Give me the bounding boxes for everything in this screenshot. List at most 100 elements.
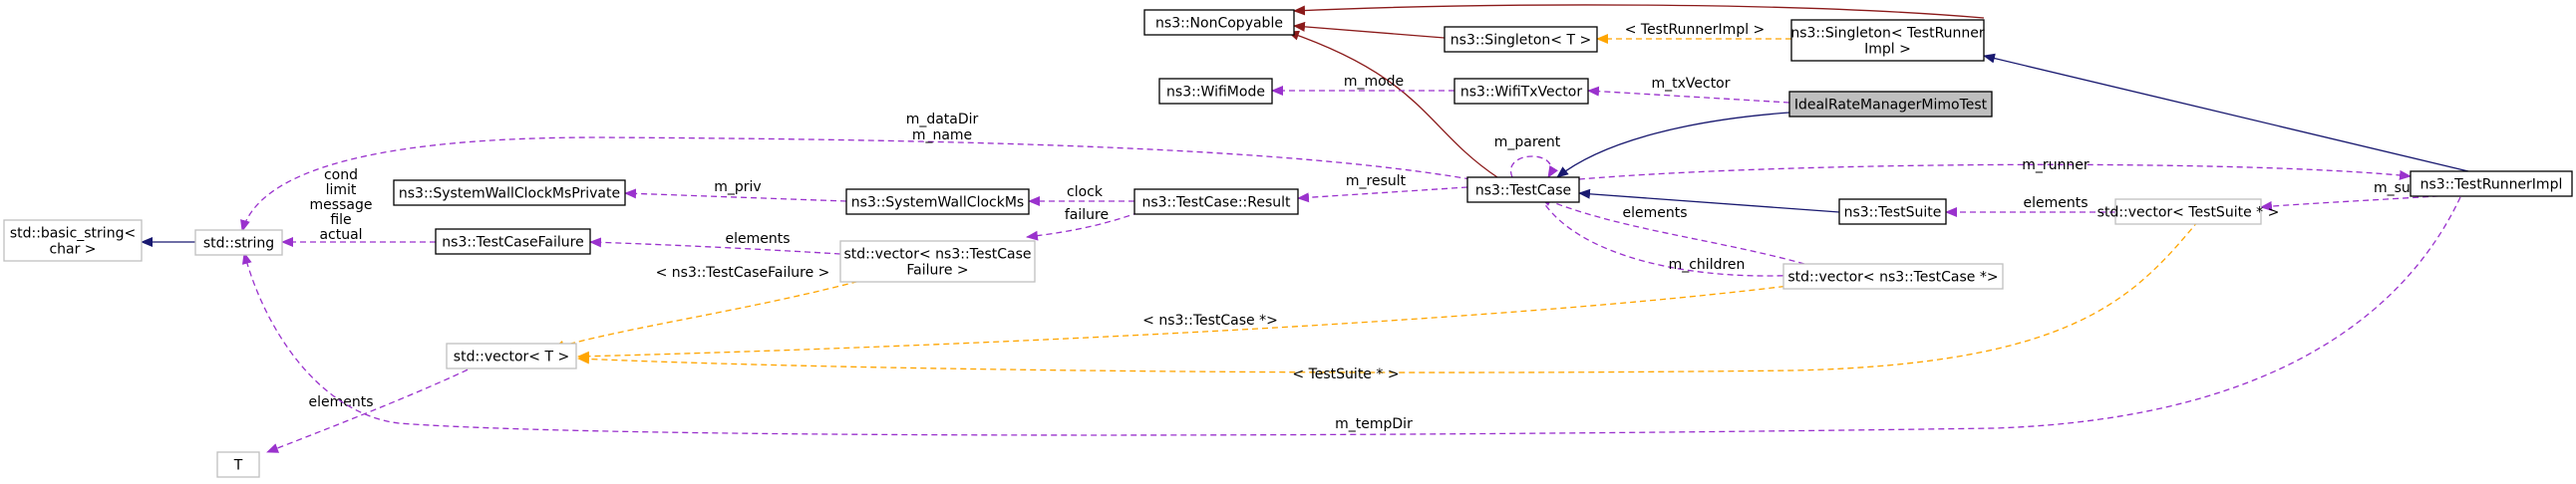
edge-label: elements — [308, 394, 373, 410]
node-label: std::vector< ns3::TestCase — [843, 247, 1031, 263]
node-idealratemanagermimotest[interactable]: IdealRateManagerMimoTest — [1788, 91, 1993, 118]
node-label: Impl > — [1864, 42, 1911, 58]
edge-wifitxvector-wifimode: m_mode — [1271, 74, 1454, 96]
node-label: ns3::Singleton< TestRunner — [1790, 26, 1985, 42]
edge-label: message — [310, 197, 373, 213]
edge-result-sysclock: clock — [1028, 184, 1134, 206]
node-box — [216, 451, 260, 478]
node-box — [3, 219, 143, 262]
edge-testcasefailure-string: cond limit message file actual — [281, 167, 436, 247]
node-box — [2114, 198, 2262, 225]
edge-line — [2260, 193, 2469, 211]
edge-result-testcase: m_result — [1297, 173, 1468, 203]
node-systemwallclockmsprivate[interactable]: ns3::SystemWallClockMsPrivate — [393, 179, 626, 206]
edge-label: file — [330, 212, 351, 228]
edge-testrunnerimpl-string-tempdir: m_tempDir — [241, 196, 2461, 436]
edge-label: elements — [725, 231, 790, 247]
edge-line — [1578, 188, 1840, 213]
edge-label: m_parent — [1494, 134, 1561, 150]
node-label: ns3::TestCase — [1475, 183, 1571, 199]
node-vector-t[interactable]: std::vector< T > — [446, 343, 577, 369]
edge-line — [1587, 86, 1790, 104]
node-wifimode[interactable]: ns3::WifiMode — [1158, 78, 1273, 105]
edge-label: m_dataDir — [906, 112, 979, 127]
edge-label: < ns3::TestCaseFailure > — [656, 265, 830, 281]
edge-testcase-vec-children: m_children — [1539, 196, 1817, 280]
node-label: ns3::Singleton< T > — [1450, 33, 1591, 49]
edge-label: m_result — [1346, 173, 1407, 189]
edge-testcase-self-parent: m_parent — [1494, 134, 1561, 178]
edge-label: actual — [319, 227, 362, 243]
edge-label: elements — [2023, 195, 2088, 211]
node-basic-string[interactable]: std::basic_string<char > — [3, 219, 143, 262]
node-vector-testcase-ptr[interactable]: std::vector< ns3::TestCase *> — [1782, 263, 2004, 290]
edge-line — [1287, 30, 1498, 178]
edge-result-vec-failure: failure — [1026, 207, 1149, 241]
node-label: ns3::WifiMode — [1166, 85, 1265, 101]
edge-line — [577, 283, 1805, 362]
edge-line — [1509, 155, 1558, 178]
edge-line — [1293, 4, 1985, 19]
edge-line — [624, 188, 847, 202]
node-singleton-t[interactable]: ns3::Singleton< T > — [1444, 26, 1598, 53]
edge-label: m_tempDir — [1335, 416, 1413, 432]
node-vector-testcasefailure[interactable]: std::vector< ns3::TestCaseFailure > — [839, 240, 1036, 283]
node-label: std::string — [203, 236, 274, 252]
node-label: std::vector< T > — [454, 350, 569, 365]
edge-vec-testcase-elements: elements — [1539, 196, 1805, 265]
edge-testcase-noncopyable — [1287, 30, 1498, 178]
edge-label: m_priv — [714, 179, 761, 195]
node-testsuite[interactable]: ns3::TestSuite — [1838, 198, 1947, 225]
node-box — [1143, 9, 1295, 36]
edge-label: failure — [1065, 207, 1109, 223]
edge-vec-suite-testsuite: elements — [1945, 195, 2115, 217]
edge-label: m_mode — [1344, 74, 1404, 90]
node-label: T — [233, 458, 243, 474]
node-vector-testsuite[interactable]: std::vector< TestSuite * > — [2097, 198, 2280, 225]
edge-testrunnerimpl-singleton-tr — [1983, 53, 2469, 172]
edge-line — [266, 364, 478, 453]
node-testrunnerimpl[interactable]: ns3::TestRunnerImpl — [2410, 170, 2573, 197]
edge-line — [1556, 112, 1790, 178]
node-t[interactable]: T — [216, 451, 260, 478]
node-label: ns3::TestCase::Result — [1141, 195, 1291, 211]
node-noncopyable[interactable]: ns3::NonCopyable — [1143, 9, 1295, 36]
node-testcase-result[interactable]: ns3::TestCase::Result — [1133, 188, 1299, 215]
node-box — [446, 343, 577, 369]
node-box — [839, 240, 1036, 283]
node-box — [845, 188, 1030, 215]
node-string[interactable]: std::string — [194, 229, 283, 256]
edge-line — [1539, 196, 1817, 280]
edge-idealrate-testcase — [1556, 112, 1790, 178]
edge-line — [1983, 53, 2469, 172]
node-label: ns3::TestSuite — [1844, 205, 1942, 221]
node-wifitxvector[interactable]: ns3::WifiTxVector — [1453, 78, 1589, 105]
edge-vec-suite-vec-t: < TestSuite * > — [577, 220, 2199, 382]
node-box — [393, 179, 626, 206]
edge-label: < TestRunnerImpl > — [1625, 22, 1766, 38]
edge-label: m_runner — [2022, 157, 2090, 173]
edge-testcase-string-datadir: m_dataDir m_name — [240, 112, 1471, 232]
node-label: Failure > — [906, 263, 968, 279]
edge-line — [1297, 186, 1468, 203]
node-box — [435, 228, 591, 255]
node-label: std::vector< TestSuite * > — [2097, 205, 2280, 221]
edge-label: m_name — [912, 127, 972, 143]
edge-label: m_children — [1669, 257, 1746, 273]
edge-testsuite-testcase — [1578, 188, 1840, 213]
node-label: ns3::TestCaseFailure — [442, 235, 583, 251]
node-systemwallclockms[interactable]: ns3::SystemWallClockMs — [845, 188, 1030, 215]
node-label: char > — [49, 242, 96, 258]
edge-line — [577, 220, 2199, 373]
node-box — [1133, 188, 1299, 215]
node-singleton-testrunnerimpl[interactable]: ns3::Singleton< TestRunnerImpl > — [1790, 19, 1985, 62]
edge-singleton-tr-singleton-t: < TestRunnerImpl > — [1596, 22, 1791, 44]
edge-sysclock-sysclockpriv: m_priv — [624, 179, 847, 202]
edge-line — [1578, 163, 2412, 180]
node-testcase[interactable]: ns3::TestCase — [1466, 176, 1580, 203]
node-box — [1790, 19, 1985, 62]
node-testcasefailure[interactable]: ns3::TestCaseFailure — [435, 228, 591, 255]
edge-line — [240, 136, 1471, 232]
node-label: std::basic_string< — [10, 226, 136, 242]
